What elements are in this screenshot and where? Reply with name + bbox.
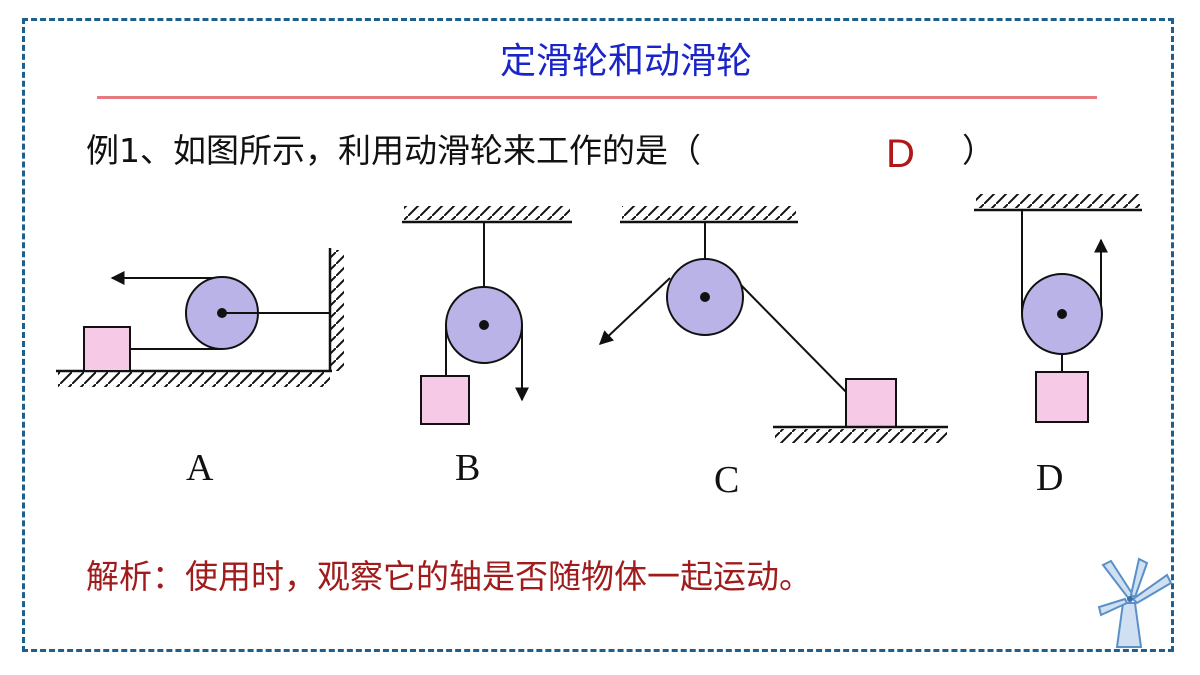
question-text: 例1、如图所示，利用动滑轮来工作的是（: [86, 131, 701, 170]
option-label-c: C: [714, 459, 740, 501]
option-label-d: D: [1036, 457, 1064, 499]
question-close-paren: ）: [962, 131, 995, 170]
option-label-a: A: [186, 447, 214, 489]
diagram-c: [598, 206, 948, 443]
diagram-a: [56, 248, 344, 387]
diagram-b: [402, 206, 572, 425]
block-d: [1035, 371, 1089, 423]
block-a: [83, 326, 131, 372]
ceiling-hatch-b: [404, 206, 570, 220]
diagram-d: [974, 194, 1142, 423]
title-divider: [97, 96, 1097, 99]
wall-hatch-a: [330, 250, 344, 371]
answer-text: D: [886, 132, 915, 176]
slide-title: 定滑轮和动滑轮: [499, 41, 752, 82]
ceiling-hatch-c: [622, 206, 796, 220]
ground-hatch-a: [58, 371, 330, 387]
windmill-icon: [1097, 557, 1173, 648]
block-c: [845, 378, 897, 428]
force-arrow-c: [598, 277, 671, 345]
analysis-text: 解析：使用时，观察它的轴是否随物体一起运动。: [86, 557, 812, 596]
block-b: [420, 375, 470, 425]
ceiling-hatch-d: [976, 194, 1140, 208]
slide-frame: [22, 18, 1174, 652]
option-label-b: B: [455, 447, 481, 489]
ground-hatch-c: [775, 429, 947, 443]
